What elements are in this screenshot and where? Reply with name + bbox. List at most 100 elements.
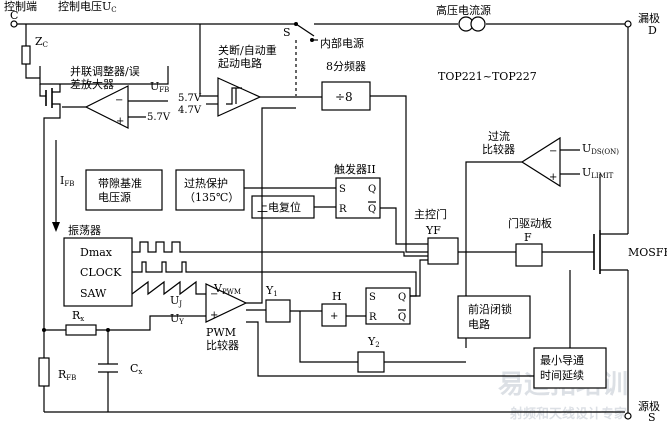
gate-driver-label: 门驱动板 <box>508 216 552 230</box>
oc-plus: + <box>549 172 557 183</box>
pwm-label-2: 比较器 <box>206 338 239 352</box>
pwm-minus: − <box>210 289 218 300</box>
bandgap-label-1: 带隙基准 <box>98 176 142 190</box>
oc-minus: − <box>549 146 557 157</box>
wire-shunt-frame <box>39 66 169 85</box>
wire-ff1-out <box>410 259 428 297</box>
wire-shunt-return <box>43 116 61 412</box>
resistor-rfb <box>38 357 50 387</box>
ufb-label: UFB <box>150 80 169 94</box>
overheat-protection-box <box>175 169 245 211</box>
switch-s-blade <box>295 23 315 37</box>
osc-saw: SAW <box>80 287 107 300</box>
wire-rx <box>44 315 206 331</box>
error-amp-plus: + <box>116 116 124 127</box>
overheat-label-1: 过热保护 <box>184 176 228 190</box>
ref-5v7-a: 5.7V <box>147 112 171 123</box>
wire-oc-out <box>465 161 522 348</box>
y2-label: Y2 <box>367 335 380 349</box>
leading-edge-blanking-box <box>457 295 531 339</box>
y1-label: Y1 <box>265 284 278 298</box>
vpwm-label: VPWM <box>213 282 241 296</box>
leading-edge-label-2: 电路 <box>468 318 490 331</box>
main-control-gate <box>427 237 459 265</box>
ifb-arrow-head <box>52 222 60 232</box>
source-label: 源极 <box>638 399 660 413</box>
gate-y2 <box>357 351 385 373</box>
control-terminal-label: 控制端 <box>4 0 37 13</box>
gate-h-plus: + <box>330 311 338 322</box>
shutdown-comparator <box>217 77 262 117</box>
pwm-comparator <box>205 283 248 323</box>
clock-waveform <box>132 261 417 297</box>
wire-shunt-gate <box>39 84 46 97</box>
ff2-s-pin: S <box>339 184 346 195</box>
min-on-time-delay-box <box>533 347 607 389</box>
overcurrent-label-1: 过流 <box>488 129 510 143</box>
ff1-q-pin: Q <box>398 292 406 303</box>
dmax-waveform <box>132 241 428 257</box>
error-amp-minus: − <box>115 95 123 106</box>
ulimit-label: ULIMIT <box>582 166 614 180</box>
drain-letter: D <box>648 24 657 37</box>
wire-zc-bottom <box>25 64 40 79</box>
divider-title: 8分频器 <box>326 59 366 73</box>
osc-dmax: Dmax <box>80 246 113 259</box>
main-gate-symbol: YF <box>425 224 441 237</box>
ff2-qbar-pin: Q <box>368 204 376 215</box>
hysteresis-symbol <box>226 87 242 105</box>
rx-label: Rx <box>72 309 84 323</box>
divider-symbol: ÷8 <box>335 90 353 104</box>
pwm-plus: + <box>210 310 218 321</box>
ff2-r-pin: R <box>339 204 347 215</box>
wire-y2-to-h <box>299 311 358 363</box>
internal-supply-label: 内部电源 <box>320 36 364 50</box>
min-delay-label-2: 时间延续 <box>540 368 584 382</box>
pwm-label-1: PWM <box>206 326 236 339</box>
shunt-regulator-label-1: 并联调整器/误 <box>70 64 140 78</box>
hv-current-source-label: 高压电流源 <box>436 3 491 17</box>
oscillator-label: 振荡器 <box>68 223 101 237</box>
zc-label: ZC <box>35 35 48 49</box>
gate-driver-symbol: F <box>524 231 532 244</box>
mosfet-terminals <box>600 233 628 271</box>
zc-impedance <box>21 45 31 65</box>
ff1-qbar-pin: Q <box>398 312 406 323</box>
hv-current-source-circle-b <box>470 16 486 32</box>
wire-divider-out <box>370 95 428 253</box>
wire-shutdown-feed <box>199 24 218 97</box>
main-gate-title: 主控门 <box>414 207 447 221</box>
model-label: TOP221~TOP227 <box>438 70 537 83</box>
ifb-label: IFB <box>60 174 74 188</box>
overcurrent-label-2: 比较器 <box>482 142 515 156</box>
uy-label: UY <box>170 312 184 326</box>
bandgap-label-2: 电压源 <box>98 190 131 204</box>
overcurrent-comparator <box>520 136 561 188</box>
source-terminal-s <box>624 412 632 420</box>
leading-edge-label-1: 前沿闭锁 <box>468 302 512 316</box>
cx-label: Cx <box>130 362 142 376</box>
uds-label: UDS(ON) <box>582 142 619 156</box>
shunt-mosfet-terminals <box>52 84 61 116</box>
drain-label: 漏极 <box>638 11 660 25</box>
power-on-reset-label: 上电复位 <box>257 200 301 214</box>
ff1-s-pin: S <box>369 292 376 303</box>
control-terminal-letter: C <box>10 9 18 22</box>
capacitor-cx <box>98 330 118 412</box>
min-delay-label-1: 最小导通 <box>540 354 584 367</box>
ff2-q-pin: Q <box>368 184 376 195</box>
h-label: H <box>332 290 342 303</box>
drain-terminal-d <box>624 20 632 28</box>
switch-s-label: S <box>283 26 291 39</box>
ref-4v7: 4.7V <box>178 105 202 116</box>
flipflop2-box <box>335 177 381 219</box>
error-amplifier <box>84 85 129 129</box>
junction-rx <box>42 328 46 332</box>
ref-5v7-b: 5.7V <box>178 93 202 104</box>
osc-clock: CLOCK <box>80 266 122 279</box>
watermark-sub: 射频和天线设计专家 <box>509 406 628 422</box>
overheat-label-2: （135℃） <box>184 191 239 204</box>
source-letter: S <box>648 411 656 423</box>
